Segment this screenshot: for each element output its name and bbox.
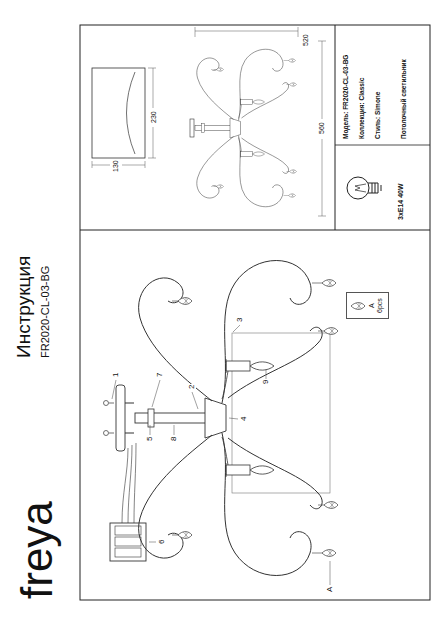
leader-lines [174,425,175,435]
bulb-icon [347,177,369,199]
dimension-value: 230 [150,110,157,124]
exploded-chandelier [116,385,125,451]
leader-lines [330,561,331,585]
dimension-drawing [190,119,194,137]
box-text: 6pcs [376,298,384,313]
parts-box: A6pcs [346,292,389,319]
leader-lines [192,392,198,409]
dimension-drawing [318,41,326,216]
sheet-frame [335,25,336,230]
dimension-drawing [127,72,136,154]
exploded-chandelier [104,431,109,436]
model-code: FR2020-CL-03-BG [40,266,52,358]
brand-logo: freya [14,501,60,599]
exploded-chandelier [104,401,109,406]
dimension-drawing [92,27,326,216]
callout-number: 8 [170,436,178,442]
leader-lines [150,425,151,435]
page-title: Инструкция [14,256,34,358]
dimension-drawing [195,49,297,207]
exploded-chandelier [115,537,141,546]
sheet-frame [335,145,430,146]
callout-number: 3 [236,317,244,323]
exploded-chandelier [115,548,141,557]
callout-number: 6 [158,539,166,545]
leader-lines [152,380,160,407]
dimension-drawing [92,68,145,158]
bulb-icon [368,183,381,193]
leader-lines [229,418,238,419]
sheet-frame [80,25,430,600]
callout-number: 2 [188,384,196,390]
sheet-frame [80,230,430,231]
bulb-icon [355,184,366,192]
info-line: Стиль: Simone [375,92,382,139]
bulb-icon [347,177,381,199]
exploded-chandelier [104,261,339,576]
info-line: Коллекция: Classic [359,78,366,139]
info-line: Потолочный светильник [401,59,408,139]
dimension-drawing [195,49,297,207]
leader-lines [112,380,116,399]
sheet-frame [80,25,430,600]
exploded-chandelier [110,523,146,561]
dimension-value: 560 [318,121,325,135]
crystal-icon [350,300,366,312]
callout-letter: A [326,586,334,593]
exploded-chandelier [115,526,141,535]
dimension-value: 130 [112,159,119,173]
dimension-value: 520 [302,33,309,47]
leader-lines [112,325,330,585]
exploded-chandelier [135,261,338,576]
crystal-icon [351,302,365,309]
dimension-drawing [92,27,326,216]
callout-number: 5 [146,436,154,442]
dimension-drawing [195,27,298,37]
callout-number: 4 [240,416,248,422]
leader-lines [266,369,267,379]
exploded-chandelier [109,403,114,433]
exploded-chandelier [122,443,136,523]
info-line: Модель: FR2020-CL-03-BG [343,55,350,139]
leader-lines [149,542,156,543]
exploded-chandelier [125,403,134,433]
leader-lines [233,325,240,332]
callout-number: 9 [262,379,270,385]
lamp-spec: 3xE14 40W [397,183,404,220]
box-text: A [368,303,376,308]
callout-number: 7 [156,372,164,378]
callout-number: 1 [112,372,120,378]
